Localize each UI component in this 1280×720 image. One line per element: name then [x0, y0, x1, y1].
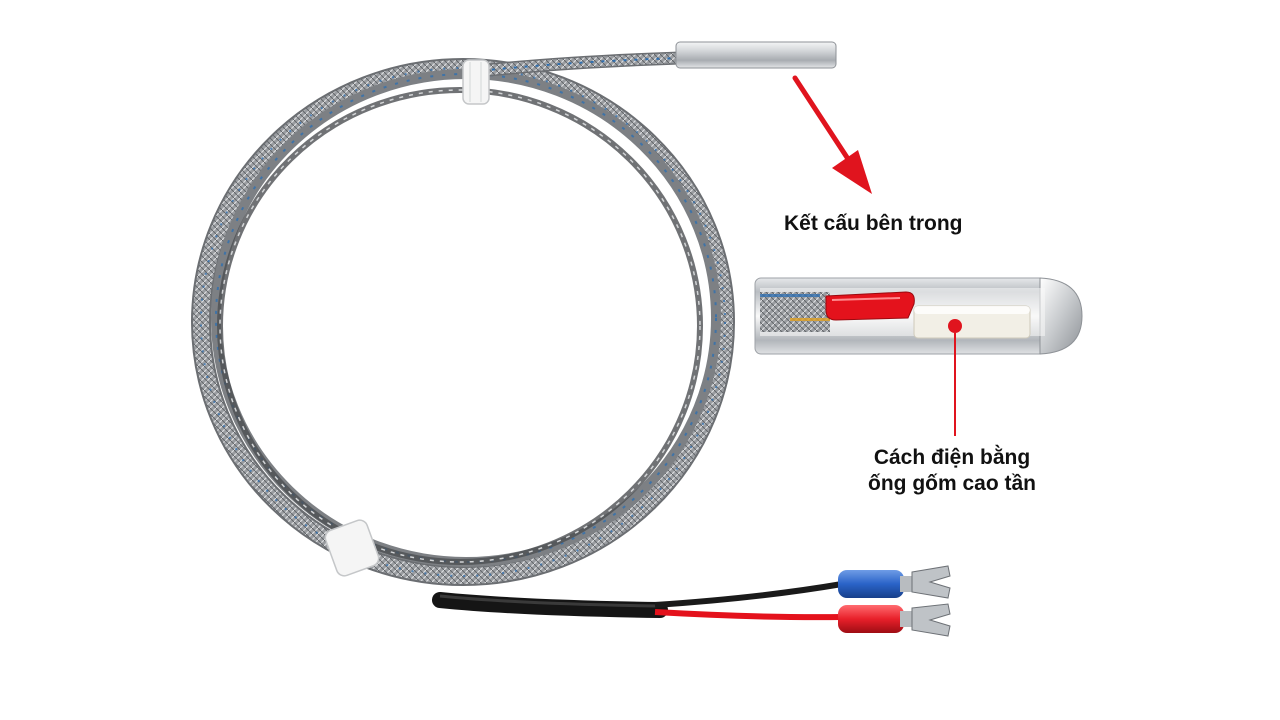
ceramic-insulation-label: Cách điện bằng ống gốm cao tần [868, 445, 1036, 497]
internal-wire-braid [760, 292, 830, 332]
red-wire [654, 609, 843, 621]
blue-spade-terminal [838, 565, 951, 599]
blue-wire [654, 581, 843, 608]
probe-tube [675, 41, 837, 69]
insulator-marker-dot [948, 319, 962, 333]
red-arrow-icon [792, 75, 872, 194]
red-spade-terminal [838, 603, 951, 637]
cable-tie-top [462, 59, 490, 105]
ceramic-insulator [913, 305, 1031, 339]
spade-terminal-icon [911, 565, 951, 599]
probe-cutaway-view [754, 277, 1083, 436]
cable-tie-bottom [324, 519, 380, 577]
heat-shrink-sleeve [432, 592, 668, 618]
internal-structure-label: Kết cấu bên trong [784, 212, 963, 235]
braided-cable-coil [191, 58, 735, 586]
insulation-label-line1: Cách điện bằng [873, 446, 1031, 469]
insulation-label-line2: ống gốm cao tần [868, 472, 1036, 495]
cable-lead-to-probe [469, 51, 681, 79]
internal-red-conductor [825, 291, 915, 321]
